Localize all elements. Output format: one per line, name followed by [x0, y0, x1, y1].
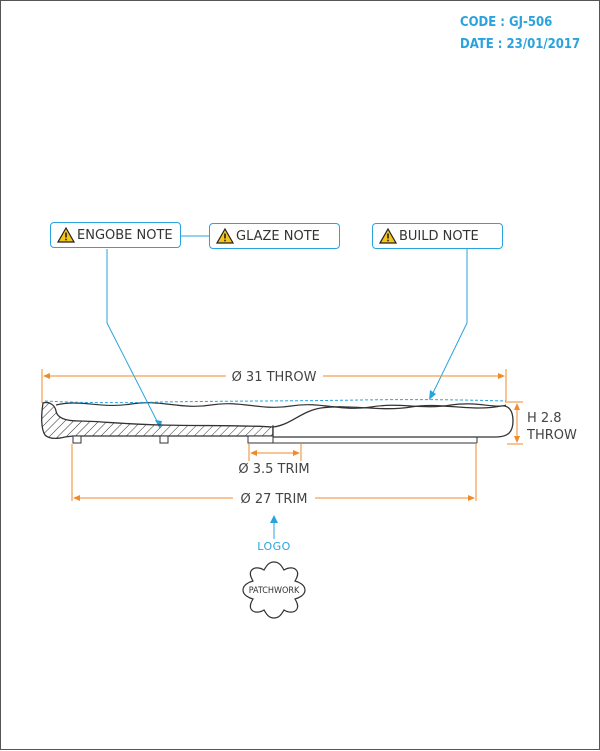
overall-diameter-dimension — [41, 369, 507, 403]
height-dimension — [507, 401, 523, 445]
plate-body-outline — [272, 404, 514, 438]
engobe-note-label: ENGOBE NOTE — [77, 227, 173, 243]
logo-stamp-text: PATCHWORK — [249, 586, 300, 596]
foot-width-label: Ø 3.5 TRIM — [238, 462, 309, 477]
logo-stamp-badge — [242, 561, 306, 619]
drawing-date: DATE : 23/01/2017 — [460, 37, 581, 52]
glaze-note-label: GLAZE NOTE — [236, 228, 320, 244]
foot-width-dimension — [248, 444, 302, 461]
overall-diameter-label: Ø 31 THROW — [232, 370, 317, 385]
build-note-callout[interactable]: BUILD NOTE — [372, 223, 503, 249]
height-label-line2: THROW — [526, 428, 577, 443]
foot-ring-left — [72, 435, 82, 444]
build-leader-arrow — [429, 390, 436, 400]
height-label-line1: H 2.8 — [527, 411, 562, 426]
plate-top-surface — [55, 402, 507, 409]
build-leader-line — [430, 249, 468, 398]
warning-icon — [379, 228, 397, 244]
glaze-note-callout[interactable]: GLAZE NOTE — [209, 223, 340, 249]
engobe-note-callout[interactable]: ENGOBE NOTE — [50, 222, 181, 248]
warning-icon — [216, 228, 234, 244]
engobe-leader-line — [106, 249, 161, 428]
warning-icon — [57, 227, 75, 243]
foot-ring-mid — [159, 435, 169, 444]
glaze-layer-line — [44, 399, 507, 404]
cut-section-hatched — [41, 401, 274, 439]
foot-ring-inner — [247, 435, 274, 444]
plate-section — [41, 399, 514, 444]
logo-label: LOGO — [257, 540, 291, 553]
trim-diameter-label: Ø 27 TRIM — [240, 492, 307, 507]
trim-diameter-dimension — [71, 444, 477, 501]
product-code: CODE : GJ-506 — [460, 15, 553, 30]
logo-pointer-arrow — [270, 515, 278, 523]
build-note-label: BUILD NOTE — [399, 228, 479, 244]
